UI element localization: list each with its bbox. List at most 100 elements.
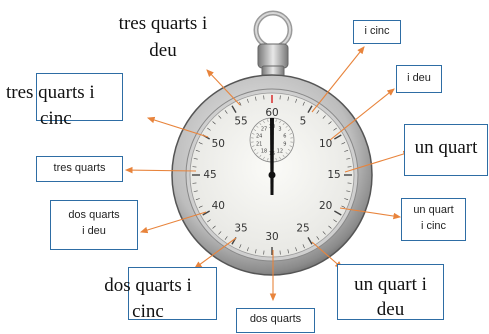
dial-tick xyxy=(224,110,228,114)
dial-tick xyxy=(207,219,211,223)
dial-tick xyxy=(218,231,222,235)
label-dos-quarts-i-cinc-line1: dos quarts i xyxy=(104,275,192,296)
subdial-number: 18 xyxy=(261,148,267,154)
subdial-tick xyxy=(287,149,291,151)
dial-number: 20 xyxy=(319,200,332,212)
dial-number: 5 xyxy=(300,115,307,127)
dial-tick xyxy=(255,96,257,101)
subdial-tick xyxy=(251,133,255,135)
label-tres-quarts: tres quarts xyxy=(53,162,106,174)
label-tres-quarts-i-cinc-line2: cinc xyxy=(40,108,72,129)
dial-tick xyxy=(207,127,211,131)
dial-tick xyxy=(307,105,313,113)
dial-tick xyxy=(333,219,337,223)
dial-tick xyxy=(212,225,216,229)
subdial-number: 9 xyxy=(283,142,286,148)
arrow-dos-quarts-i-cinc xyxy=(194,237,237,269)
label-un-quart: un quart xyxy=(414,137,478,158)
label-dos-quarts-i-deu-line1: dos quarts xyxy=(68,209,120,221)
dial-number: 25 xyxy=(296,223,309,235)
subdial-number: 24 xyxy=(256,133,262,139)
subdial-tick xyxy=(289,145,293,147)
label-dos-quarts-i-cinc-line2: cinc xyxy=(132,301,164,322)
subdial-tick xyxy=(287,129,291,131)
label-dos-quarts-i-deu-line2: i deu xyxy=(82,225,106,237)
arrow-i-cinc xyxy=(311,46,365,113)
subdial-tick xyxy=(263,120,265,124)
dial-tick xyxy=(193,190,198,192)
box-dos-quarts-i-cinc xyxy=(128,267,217,320)
box-un-quart-i-deu xyxy=(337,264,444,320)
dial-tick xyxy=(195,198,200,201)
arrow-un-quart-i-deu xyxy=(311,241,343,269)
dial-number: 15 xyxy=(327,169,340,181)
arrow-i-deu xyxy=(329,88,395,141)
dial-tick xyxy=(344,149,349,152)
dial-tick xyxy=(193,158,198,160)
dial-tick xyxy=(341,205,346,208)
subdial-tick xyxy=(259,122,262,126)
arrow-tres-quarts xyxy=(124,166,197,174)
subdial-number: 21 xyxy=(256,142,262,148)
dial-tick xyxy=(307,237,313,245)
dial-tick xyxy=(328,225,332,229)
dial-tick xyxy=(212,121,216,125)
dial-tick xyxy=(344,198,349,201)
dial-tick xyxy=(346,158,351,160)
subdial-tick xyxy=(282,154,285,158)
subdial-tick xyxy=(282,122,285,126)
label-tres-quarts-i-deu-line2: deu xyxy=(149,40,177,61)
subdial-tick xyxy=(253,129,257,131)
dial-number: 60 xyxy=(265,107,278,119)
dial-tick xyxy=(224,236,228,240)
dial-tick xyxy=(302,244,305,249)
dial-tick xyxy=(239,244,242,249)
box-tres-quarts xyxy=(36,156,123,182)
dial-tick xyxy=(316,236,320,240)
box-un-quart-i-cinc xyxy=(401,198,466,241)
box-i-cinc xyxy=(353,20,401,44)
label-un-quart-i-deu-line2: deu xyxy=(376,299,405,320)
subdial-number: 3 xyxy=(278,127,281,133)
subdial-tick xyxy=(263,156,265,160)
label-tres-quarts-i-deu-line1: tres quarts i xyxy=(118,13,208,34)
subdial-tick xyxy=(259,154,262,158)
dial-tick xyxy=(287,96,289,101)
arrow-tres-quarts-i-deu xyxy=(206,69,241,106)
main-hand xyxy=(270,118,274,195)
box-tres-quarts-i-cinc xyxy=(36,73,123,121)
arrow-un-quart xyxy=(344,150,412,173)
dial-tick xyxy=(322,115,326,119)
dial-tick xyxy=(295,98,298,103)
subdial-number: 6 xyxy=(283,133,286,139)
subdial-tick xyxy=(285,152,288,155)
dial-number: 40 xyxy=(212,200,225,212)
dial-number: 50 xyxy=(212,138,225,150)
dial-tick xyxy=(334,210,342,216)
dial-number: 10 xyxy=(319,138,332,150)
label-un-quart-i-cinc-line1: un quart xyxy=(413,204,454,216)
dial-tick xyxy=(295,247,298,252)
subdial-tick xyxy=(275,119,277,122)
dial-tick xyxy=(198,205,203,208)
dial-tick xyxy=(346,190,351,192)
dial-number: 55 xyxy=(234,115,247,127)
dial-tick xyxy=(202,210,210,216)
subdial-tick xyxy=(267,158,269,161)
subdial-tick xyxy=(289,133,293,135)
box-dos-quarts-i-deu xyxy=(50,200,138,250)
arrow-tres-quarts-i-cinc xyxy=(146,116,209,138)
dial-tick xyxy=(218,115,222,119)
dial-tick xyxy=(246,98,249,103)
arrow-un-quart-i-cinc xyxy=(339,207,402,220)
label-un-quart-i-deu-line1: un quart i xyxy=(354,274,427,295)
dial-tick xyxy=(255,249,257,254)
subdial-tick xyxy=(253,149,257,151)
subdial-tick xyxy=(279,120,281,124)
label-i-cinc: i cinc xyxy=(364,25,390,37)
dial-tick xyxy=(341,142,346,145)
box-dos-quarts xyxy=(236,308,315,333)
dial-tick xyxy=(322,231,326,235)
subdial-number: 27 xyxy=(261,127,267,133)
